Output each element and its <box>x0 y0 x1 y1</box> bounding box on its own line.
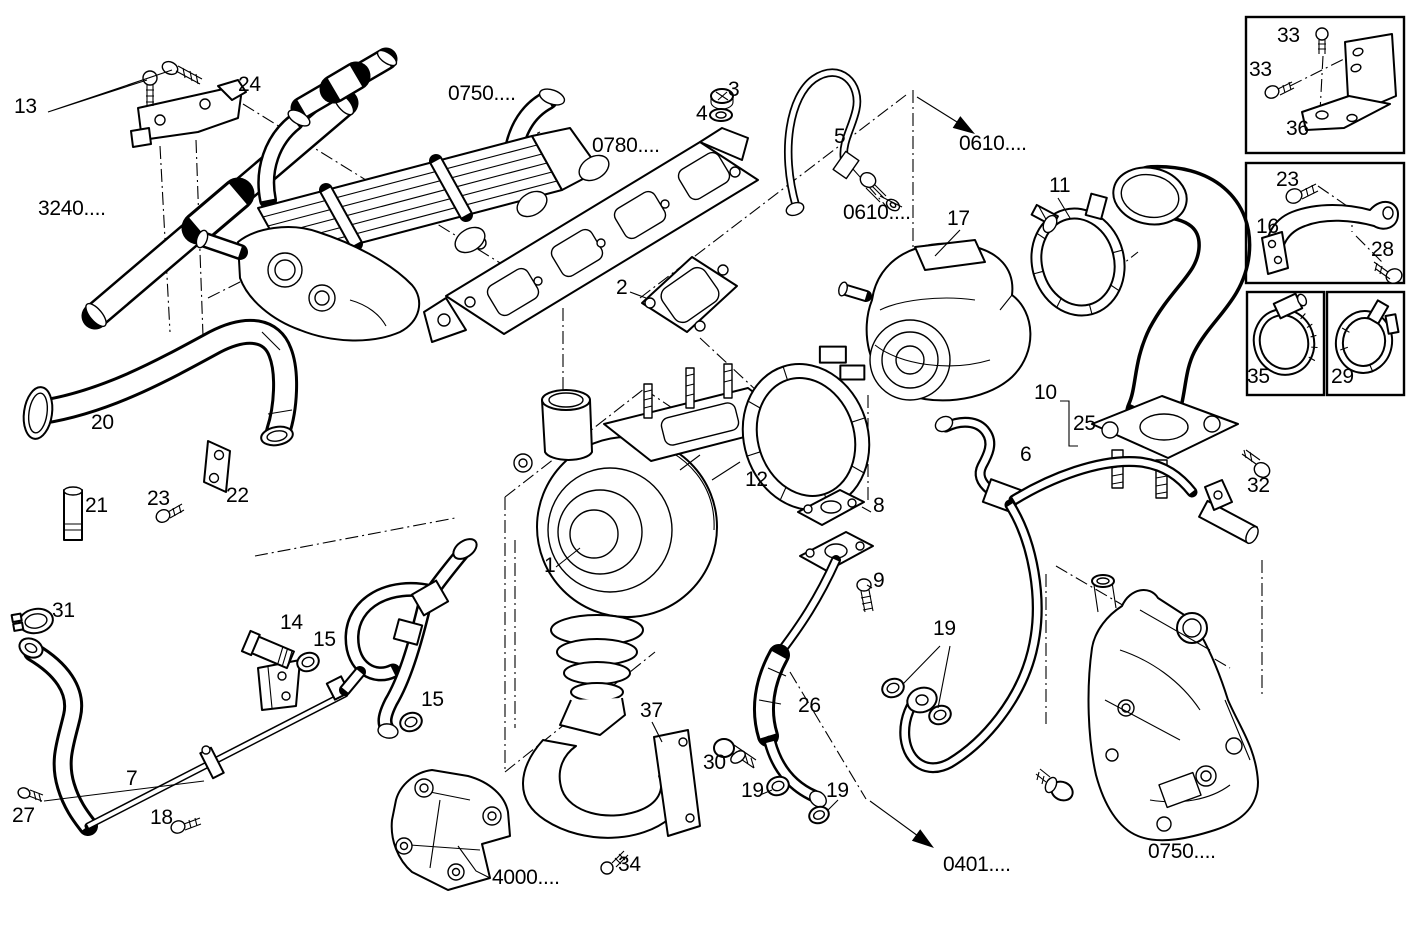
oil-feed-pipe-5 <box>783 68 862 217</box>
clamp-29-inset <box>1334 299 1400 374</box>
flex-pipe-3240 <box>81 47 398 330</box>
inset-box-35 <box>1245 290 1326 397</box>
elbow-pipe-10-25 <box>1060 164 1252 499</box>
support-bracket-4000 <box>390 769 511 891</box>
bracket-16-inset <box>1261 183 1403 284</box>
hose-20-and-small-parts <box>10 318 299 635</box>
arrow-0401-icon <box>911 829 934 848</box>
mounting-bracket-24-and-bolts-13 <box>130 60 247 148</box>
oil-filter-housing-0750 <box>1035 574 1259 842</box>
coolant-hose-6 <box>881 415 1198 774</box>
reference-arrows <box>869 96 975 848</box>
bracket-36-inset <box>1264 27 1397 131</box>
inset-boxes <box>1244 15 1406 397</box>
turbo-gasket-2 <box>641 256 738 333</box>
nut-3-and-washer-4 <box>709 88 734 122</box>
clamp-35-inset <box>1252 292 1318 376</box>
union-fitting-0610 <box>859 171 903 212</box>
inset-box-29 <box>1325 290 1406 397</box>
actuator-valve-17 <box>838 239 1032 402</box>
leader-lines <box>47 69 1071 811</box>
turbocharger-1 <box>513 363 796 736</box>
heat-shield-37 <box>522 729 701 875</box>
pipe-fitting-32 <box>1198 449 1271 545</box>
arrow-0610-icon <box>952 116 975 134</box>
clamp-11 <box>1030 192 1126 317</box>
exhaust-manifold-0780 <box>423 127 759 343</box>
egr-cooler-assembly <box>195 88 601 342</box>
water-pipe-7-assembly <box>17 538 478 836</box>
inset-box-16 <box>1244 161 1406 285</box>
inset-box-36 <box>1244 15 1406 155</box>
oil-drain-assembly-8-9-26-30 <box>713 489 874 825</box>
